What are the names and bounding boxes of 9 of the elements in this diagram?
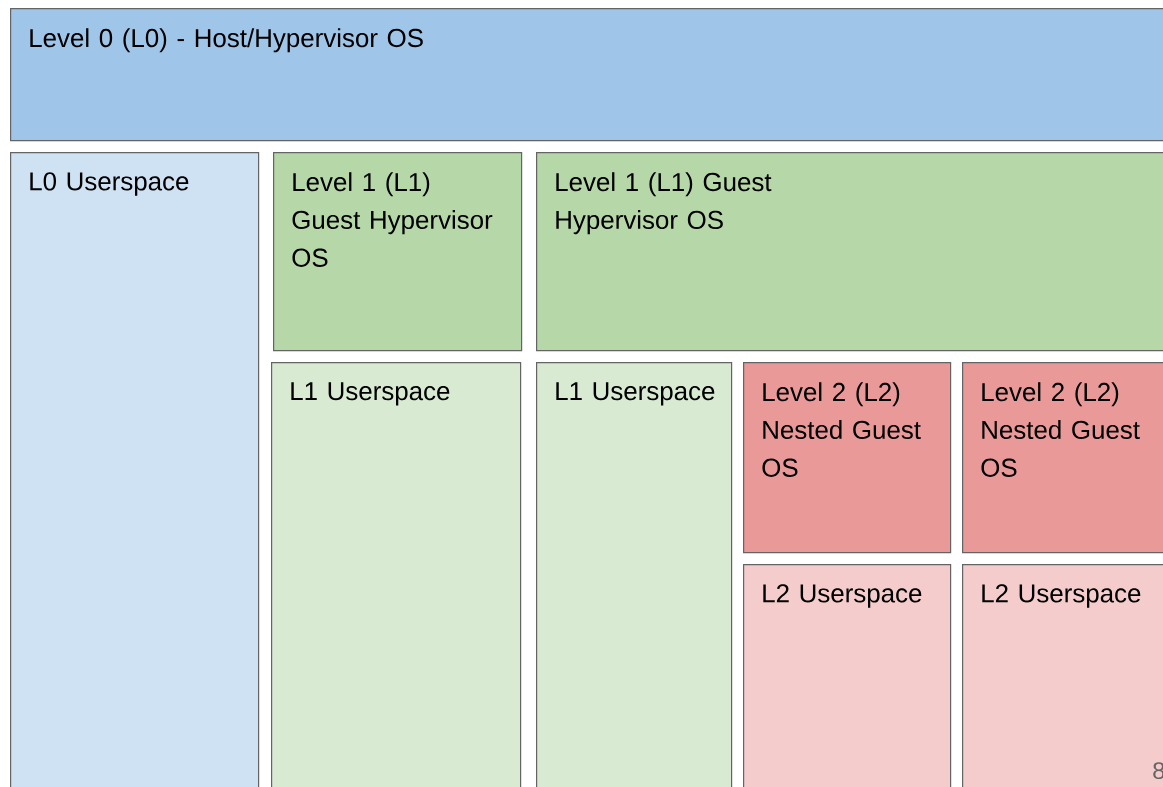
userspace-box: L1 Userspace	[271, 362, 522, 787]
nested-guest-box: Level 2 (L2) Nested Guest OS	[962, 362, 1163, 554]
userspace-box: L2 Userspace	[743, 564, 952, 787]
userspace-box: L1 Userspace	[536, 362, 733, 787]
userspace-box: L0 Userspace	[10, 152, 260, 787]
nested-guest-box: Level 2 (L2) Nested Guest OS	[743, 362, 952, 554]
guest-os-box: Level 1 (L1) Guest Hypervisor OS	[536, 152, 1163, 352]
host-os-band: Level 0 (L0) - Host/Hypervisor OS	[10, 8, 1163, 142]
guest-os-box: Level 1 (L1) Guest Hypervisor OS	[273, 152, 523, 352]
